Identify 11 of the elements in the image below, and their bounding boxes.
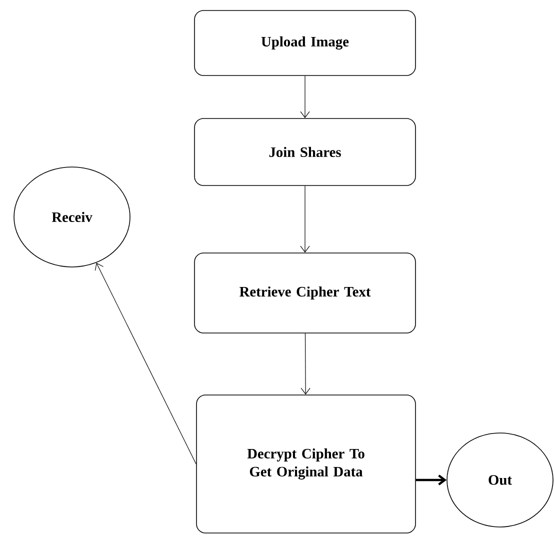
arrow: [300, 186, 310, 253]
ellipse-node: Receiv: [14, 166, 130, 268]
process-box: Retrieve Cipher Text: [194, 252, 416, 334]
process-box: Upload Image: [194, 10, 416, 76]
process-box: Decrypt Cipher To Get Original Data: [196, 394, 416, 534]
arrow: [300, 76, 310, 118]
process-box: Join Shares: [194, 118, 416, 186]
ellipse-node: Out: [446, 432, 554, 528]
arrow: [300, 333, 310, 395]
arrow: [94, 262, 196, 464]
arrow: [416, 474, 447, 486]
